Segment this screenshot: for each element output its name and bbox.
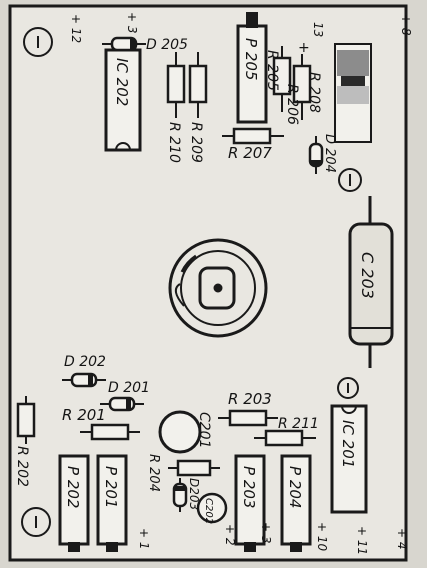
resistor-r205 [272, 46, 292, 112]
label-c203: C 203 [358, 252, 377, 299]
label-p205: P 205 [242, 38, 260, 80]
resistor-r201 [80, 423, 140, 441]
label-p202: P 202 [64, 466, 82, 508]
label-d201: D 201 [108, 380, 150, 396]
label-d205: D 205 [146, 37, 188, 53]
terminal-plus-3-bottom: + 3 [259, 522, 273, 544]
terminal-13: 13 [311, 22, 325, 37]
trimmer-p201 [96, 454, 128, 552]
label-r207: R 207 [228, 144, 272, 162]
test-point-top-right [338, 168, 362, 192]
label-p204: P 204 [286, 466, 304, 508]
label-r201: R 201 [62, 406, 106, 424]
label-c202: C202 [203, 498, 214, 524]
label-p201: P 201 [102, 466, 120, 508]
diode-d205 [102, 36, 146, 52]
trimmer-p205 [236, 12, 268, 124]
terminal-plus-1: + 1 [137, 528, 151, 550]
resistor-r211 [254, 429, 316, 447]
label-d203: D203 [187, 478, 201, 510]
diode-d202 [62, 372, 106, 388]
terminal-plus-12: + 12 [69, 14, 83, 43]
terminal-plus-4: + 4 [395, 528, 409, 550]
label-r208: R 208 [306, 72, 322, 113]
diode-d201 [100, 396, 144, 412]
resistor-r209 [188, 52, 208, 118]
label-r209: R 209 [188, 122, 204, 163]
trimmer-p203 [234, 454, 266, 552]
trimmer-p202 [58, 454, 90, 552]
mounting-hole-bottom-left [21, 507, 51, 537]
label-r204: R 204 [146, 454, 161, 492]
terminal-plus-3-top: + 3 [125, 12, 139, 34]
label-r203: R 203 [228, 390, 272, 408]
terminal-plus-11: + 11 [355, 526, 369, 555]
ic-201 [330, 404, 368, 514]
resistor-r203 [218, 409, 278, 427]
mounting-hole-top-left [23, 27, 53, 57]
diode-d203 [172, 478, 188, 512]
capacitor-c202 [196, 492, 228, 524]
center-control [168, 238, 268, 338]
label-ic202: IC 202 [113, 58, 131, 106]
label-c201: C201 [196, 412, 212, 449]
terminal-plus-2: + 2 [223, 524, 237, 546]
label-d202: D 202 [64, 354, 106, 370]
label-ic201: IC 201 [339, 420, 357, 468]
switch-block [334, 43, 372, 143]
label-r205: R 205 [264, 50, 280, 91]
capacitor-c203 [348, 196, 394, 368]
capacitor-c201 [158, 410, 202, 454]
label-d204: D 204 [322, 134, 337, 173]
terminal-plus-10: + 10 [315, 522, 329, 552]
label-r210: R 210 [166, 122, 182, 163]
diode-d204 [308, 136, 324, 174]
label-p203: P 203 [240, 466, 258, 508]
terminal-plus: + [298, 40, 310, 56]
resistor-r208 [292, 54, 312, 120]
label-r211: R 211 [278, 416, 319, 432]
label-r206: R 206 [284, 84, 300, 125]
terminal-plus-8: + 8 [399, 14, 413, 36]
test-point-right [337, 377, 359, 399]
resistor-r207 [222, 127, 284, 145]
resistor-r202 [16, 396, 36, 444]
resistor-r210 [166, 52, 186, 118]
ic-202 [104, 48, 142, 152]
resistor-r204 [168, 459, 220, 477]
label-r202: R 202 [14, 446, 30, 487]
trimmer-p204 [280, 454, 312, 552]
